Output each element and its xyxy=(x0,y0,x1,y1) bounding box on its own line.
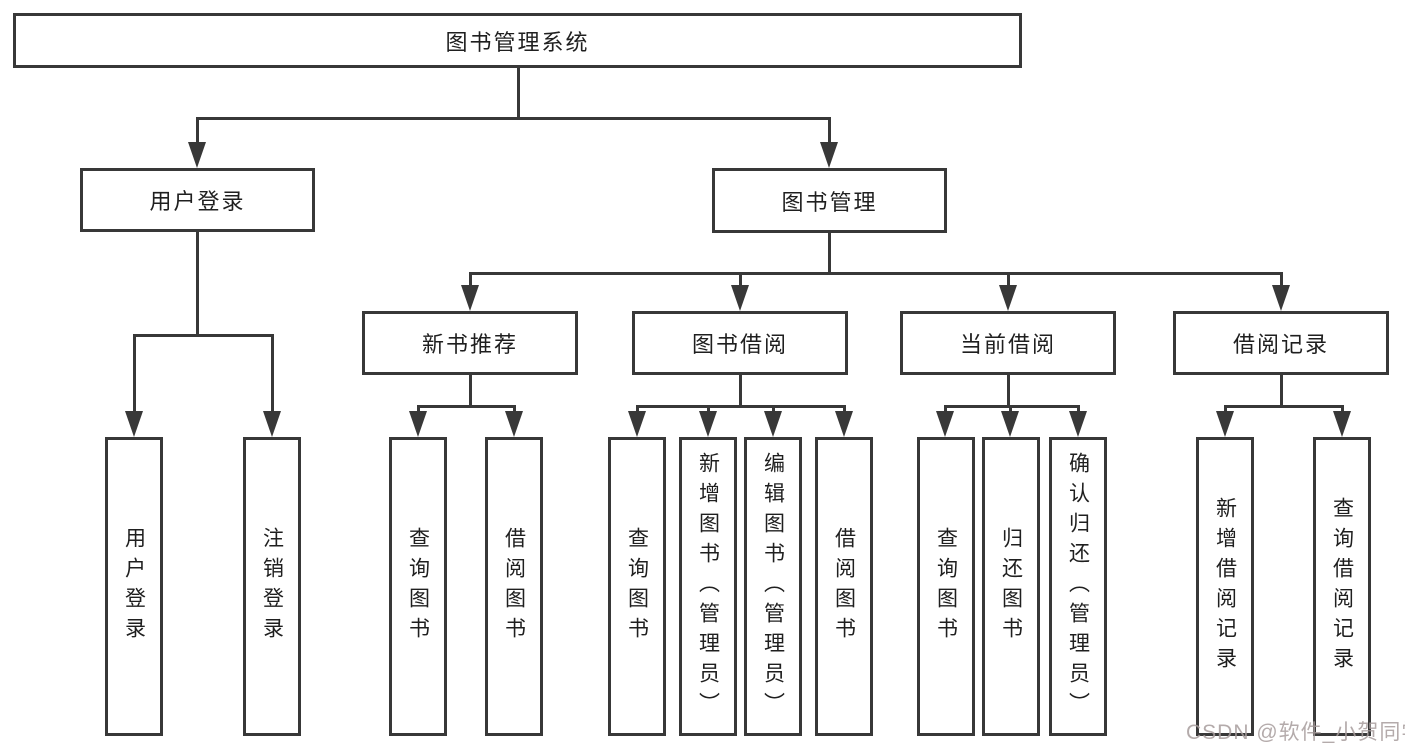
leaf-logout: 注销登录 xyxy=(243,437,301,736)
leaf-query-books: 查询图书 xyxy=(917,437,975,736)
arrow-down-icon xyxy=(820,142,838,168)
connector-line xyxy=(772,405,775,413)
connector-line xyxy=(469,375,472,405)
node-label: 用户登录 xyxy=(149,189,246,214)
leaf-label: 借阅图书 xyxy=(502,526,526,647)
node-label: 借阅记录 xyxy=(1232,332,1329,357)
leaf-label: 编辑图书（管理员） xyxy=(761,451,785,722)
connector-line xyxy=(417,405,420,413)
leaf-label: 查询图书 xyxy=(406,526,430,647)
arrow-down-icon xyxy=(764,411,782,437)
arrow-down-icon xyxy=(835,411,853,437)
connector-level2-line xyxy=(470,272,1282,275)
connector-line xyxy=(739,375,742,405)
connector-line xyxy=(1280,375,1283,405)
connector-line xyxy=(944,405,947,413)
node-new-book-recommend: 新书推荐 xyxy=(362,311,578,375)
leaf-return-books: 归还图书 xyxy=(982,437,1040,736)
node-root-label: 图书管理系统 xyxy=(445,29,590,55)
leaf-user-login: 用户登录 xyxy=(105,437,163,736)
connector-line xyxy=(739,272,742,287)
leaf-add-books-admin: 新增图书（管理员） xyxy=(679,437,737,736)
leaf-add-borrow-record: 新增借阅记录 xyxy=(1196,437,1254,736)
leaf-confirm-return-admin: 确认归还（管理员） xyxy=(1049,437,1107,736)
connector-line xyxy=(1224,405,1227,413)
arrow-down-icon xyxy=(1272,285,1290,311)
connector-line xyxy=(469,272,472,287)
connector-trunk-line xyxy=(517,68,520,117)
leaf-label: 注销登录 xyxy=(260,526,284,647)
connector-splitter-line xyxy=(417,405,515,408)
arrow-down-icon xyxy=(188,142,206,168)
leaf-label: 查询图书 xyxy=(934,526,958,647)
connector-line xyxy=(1280,272,1283,287)
node-user-login: 用户登录 xyxy=(80,168,315,232)
node-current-borrow: 当前借阅 xyxy=(900,311,1116,375)
leaf-label: 借阅图书 xyxy=(832,526,856,647)
arrow-down-icon xyxy=(1069,411,1087,437)
node-book-borrow: 图书借阅 xyxy=(632,311,848,375)
connector-line xyxy=(828,117,831,144)
arrow-down-icon xyxy=(731,285,749,311)
arrow-down-icon xyxy=(1001,411,1019,437)
connector-level1-line xyxy=(197,117,831,120)
leaf-query-books: 查询图书 xyxy=(389,437,447,736)
connector-line xyxy=(1077,405,1080,413)
node-label: 图书借阅 xyxy=(691,332,788,357)
arrow-down-icon xyxy=(505,411,523,437)
connector-line xyxy=(271,334,274,411)
connector-splitter-line xyxy=(1224,405,1343,408)
node-borrow-records: 借阅记录 xyxy=(1173,311,1389,375)
arrow-down-icon xyxy=(461,285,479,311)
connector-line xyxy=(636,405,639,413)
arrow-down-icon xyxy=(125,411,143,437)
connector-line xyxy=(1007,375,1010,405)
leaf-label: 查询借阅记录 xyxy=(1330,496,1354,677)
leaf-label: 归还图书 xyxy=(999,526,1023,647)
connector-line xyxy=(843,405,846,413)
arrow-down-icon xyxy=(263,411,281,437)
connector-splitter-line xyxy=(636,405,845,408)
connector-line xyxy=(1341,405,1344,413)
node-label: 当前借阅 xyxy=(959,332,1056,357)
node-root: 图书管理系统 xyxy=(13,13,1022,68)
leaf-label: 查询图书 xyxy=(625,526,649,647)
csdn-watermark: CSDN @软件_小贺同学 xyxy=(1186,721,1405,744)
connector-line xyxy=(133,334,136,411)
connector-line xyxy=(196,232,199,334)
node-label: 图书管理 xyxy=(781,189,878,215)
arrow-down-icon xyxy=(1333,411,1351,437)
node-book-management: 图书管理 xyxy=(712,168,947,233)
leaf-label: 新增图书（管理员） xyxy=(696,451,720,722)
connector-line xyxy=(707,405,710,413)
arrow-down-icon xyxy=(999,285,1017,311)
leaf-query-borrow-record: 查询借阅记录 xyxy=(1313,437,1371,736)
connector-line xyxy=(196,117,199,144)
arrow-down-icon xyxy=(628,411,646,437)
leaf-edit-books-admin: 编辑图书（管理员） xyxy=(744,437,802,736)
leaf-label: 用户登录 xyxy=(122,526,146,647)
connector-line xyxy=(828,233,831,272)
leaf-label: 确认归还（管理员） xyxy=(1066,451,1090,722)
leaf-borrow-books: 借阅图书 xyxy=(815,437,873,736)
connector-splitter-line xyxy=(133,334,274,337)
arrow-down-icon xyxy=(699,411,717,437)
arrow-down-icon xyxy=(936,411,954,437)
leaf-borrow-books: 借阅图书 xyxy=(485,437,543,736)
connector-line xyxy=(513,405,516,413)
arrow-down-icon xyxy=(1216,411,1234,437)
arrow-down-icon xyxy=(409,411,427,437)
leaf-query-books: 查询图书 xyxy=(608,437,666,736)
node-label: 新书推荐 xyxy=(421,332,518,357)
leaf-label: 新增借阅记录 xyxy=(1213,496,1237,677)
connector-line xyxy=(1007,272,1010,287)
connector-line xyxy=(1009,405,1012,413)
